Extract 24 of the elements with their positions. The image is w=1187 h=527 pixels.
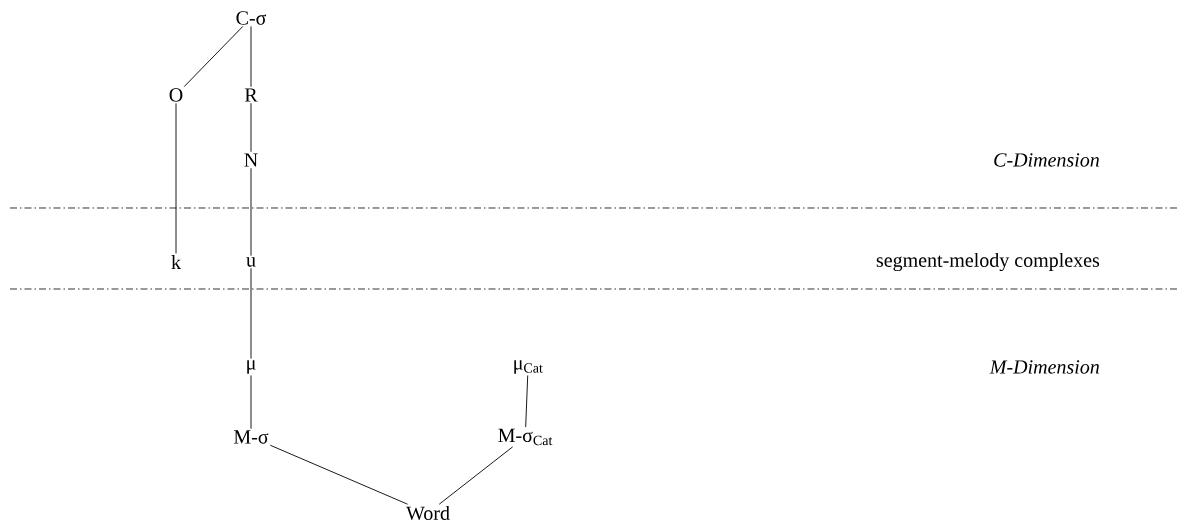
tree-branch [250,167,252,257]
tree-branch [438,446,514,505]
tree-branch [250,267,252,359]
tree-label: k [171,255,181,269]
tree-label: M-σ$_{Cat}$ [498,428,553,446]
tree-branch [250,25,252,88]
tree-label: M-σ [234,430,269,444]
tree-label: R [244,88,258,102]
tree-branch [250,102,252,153]
dimension-label: C-Dimension [994,153,1099,167]
tree-branch [250,374,252,430]
tree-label: μ$_{Cat}$ [514,360,543,374]
tree-label: μ [247,360,256,374]
dimension-label: segment-melody complexes [876,252,1100,272]
tree-branch [525,374,529,428]
tree-branch [175,102,177,254]
tree-branch [183,25,244,88]
tree-label: Word [406,505,450,521]
tree-label: O [169,88,183,102]
tree-label: C-σ [236,11,267,25]
tree-label: N [244,153,258,167]
tree-label: u [246,257,256,267]
dimension-label: M-Dimension [989,360,1099,374]
tree-branch [269,444,408,505]
